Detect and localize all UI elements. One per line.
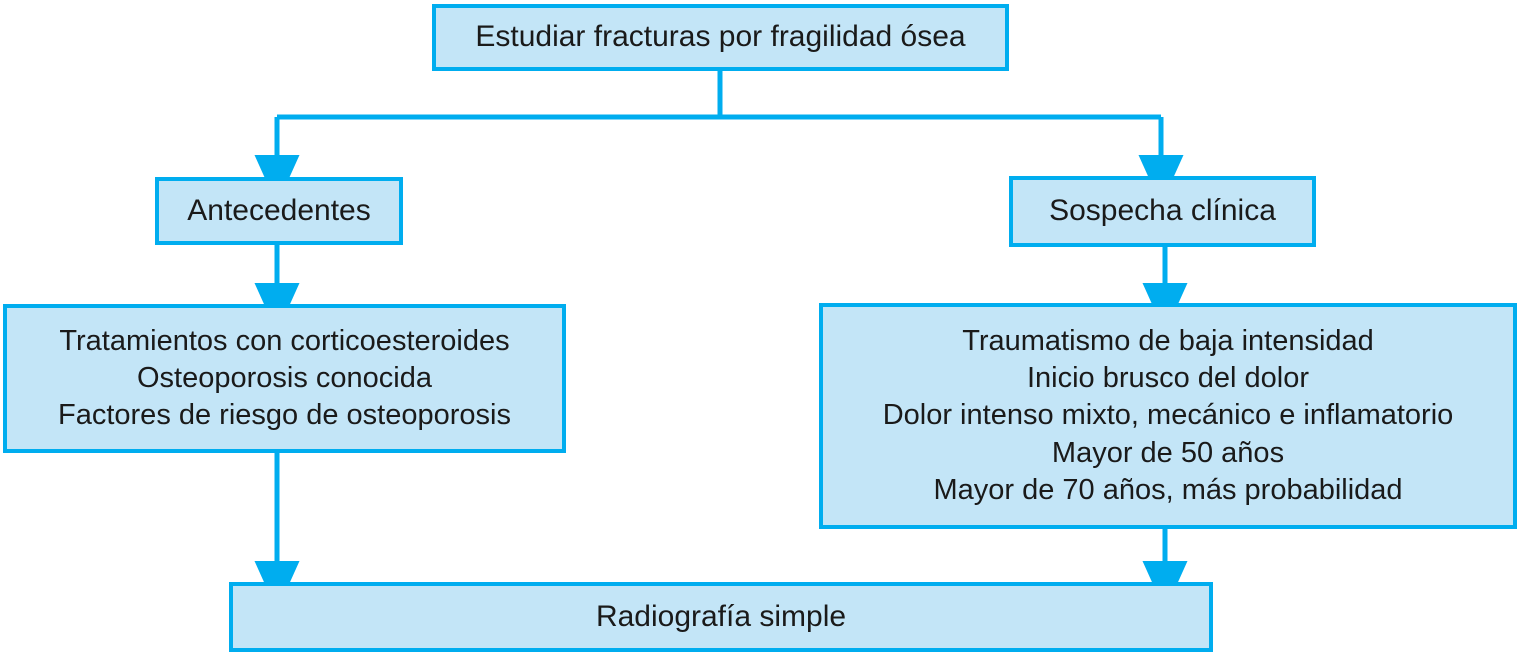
node-antecedentes-details[interactable]: Tratamientos con corticoesteroides Osteo… xyxy=(3,304,566,453)
node-antecedentes-label: Antecedentes xyxy=(187,193,371,227)
node-radiografia-simple-label: Radiografía simple xyxy=(595,599,847,633)
node-antecedentes[interactable]: Antecedentes xyxy=(155,177,403,245)
node-sospecha-clinica-label: Sospecha clínica xyxy=(1049,194,1276,228)
node-sospecha-clinica-details[interactable]: Traumatismo de baja intensidad Inicio br… xyxy=(819,303,1517,529)
node-sospecha-clinica-details-label: Traumatismo de baja intensidad Inicio br… xyxy=(882,325,1454,506)
node-radiografia-simple[interactable]: Radiografía simple xyxy=(229,582,1213,652)
node-sospecha-clinica[interactable]: Sospecha clínica xyxy=(1009,176,1316,247)
node-antecedentes-details-label: Tratamientos con corticoesteroides Osteo… xyxy=(58,324,511,432)
node-root-label: Estudiar fracturas por fragilidad ósea xyxy=(475,20,966,54)
node-root[interactable]: Estudiar fracturas por fragilidad ósea xyxy=(432,4,1009,71)
